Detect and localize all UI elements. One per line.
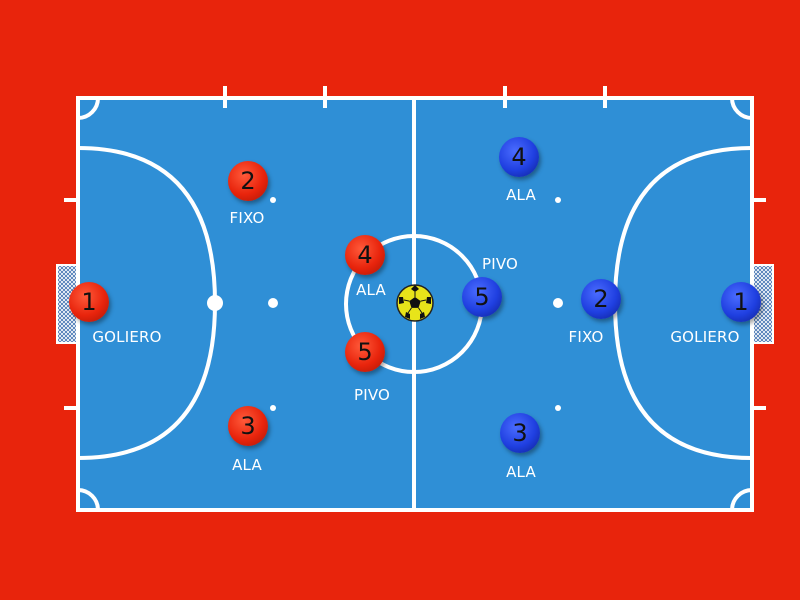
mark-dot <box>555 405 561 411</box>
blue-player-5-token: 5 <box>462 277 502 317</box>
left-penalty-spot <box>207 295 223 311</box>
blue-player-4-role: ALA <box>506 186 536 204</box>
red-player-5-role: PIVO <box>353 386 391 404</box>
corner-arc-bottom-right <box>730 488 753 511</box>
red-player-4-token: 4 <box>345 235 385 275</box>
player-number: 2 <box>240 167 256 195</box>
player-number: 1 <box>733 288 749 316</box>
red-player-5-token: 5 <box>345 332 385 372</box>
player-number: 3 <box>240 412 256 440</box>
corner-arc-top-left <box>77 97 100 120</box>
player-number: 2 <box>593 285 609 313</box>
player-number: 4 <box>357 241 373 269</box>
left-goal <box>56 264 79 344</box>
player-number: 3 <box>512 419 528 447</box>
red-player-1-role: GOLIERO <box>92 328 162 346</box>
corner-arc-bottom-left <box>77 488 100 511</box>
corner-arc-top-right <box>730 97 753 120</box>
mark-dot <box>270 405 276 411</box>
blue-player-4-token: 4 <box>499 137 539 177</box>
right-second-penalty-spot <box>553 298 563 308</box>
red-player-3-token: 3 <box>228 406 268 446</box>
red-player-2-role: FIXO <box>229 209 265 227</box>
player-number: 5 <box>357 338 373 366</box>
blue-player-5-role: PIVO <box>481 255 519 273</box>
mark-dot <box>270 197 276 203</box>
blue-player-3-token: 3 <box>500 413 540 453</box>
blue-player-1-role: GOLIERO <box>670 328 740 346</box>
soccer-ball-icon <box>396 284 434 322</box>
left-second-penalty-spot <box>268 298 278 308</box>
blue-player-2-token: 2 <box>581 279 621 319</box>
red-player-2-token: 2 <box>228 161 268 201</box>
player-number: 1 <box>81 288 97 316</box>
blue-player-2-role: FIXO <box>568 328 604 346</box>
mark-dot <box>555 197 561 203</box>
blue-player-3-role: ALA <box>506 463 536 481</box>
player-number: 4 <box>511 143 527 171</box>
blue-player-1-token: 1 <box>721 282 761 322</box>
red-player-4-role: ALA <box>356 281 386 299</box>
player-number: 5 <box>474 283 490 311</box>
red-player-3-role: ALA <box>232 456 262 474</box>
red-player-1-token: 1 <box>69 282 109 322</box>
